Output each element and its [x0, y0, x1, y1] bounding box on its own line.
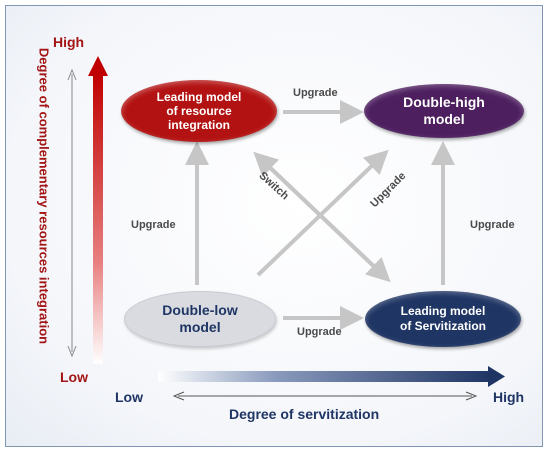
node-leading-resource-label: Leading model of resource integration — [156, 90, 242, 132]
edge-top-upgrade-label: Upgrade — [293, 87, 338, 99]
node-double-high: Double-high model — [364, 84, 524, 138]
x-axis-low-label: Low — [115, 389, 143, 405]
node-double-low-label: Double-low model — [162, 302, 238, 335]
resource-axis-arrow — [88, 56, 108, 364]
edge-left-upgrade-label: Upgrade — [131, 219, 176, 231]
node-double-high-label: Double-high model — [403, 94, 485, 127]
y-axis-low-label: Low — [60, 369, 88, 385]
y-axis-title: Degree of complementary resources integr… — [36, 47, 52, 345]
edge-right-upgrade-label: Upgrade — [470, 219, 515, 231]
servitization-axis-arrow — [158, 366, 505, 387]
node-double-low: Double-low model — [124, 291, 276, 347]
node-leading-servitization-label: Leading model of Servitization — [399, 304, 486, 333]
edge-switch-to-resource — [253, 151, 384, 276]
x-axis-high-label: High — [493, 389, 525, 405]
edge-bottom-upgrade-label: Upgrade — [297, 326, 342, 338]
x-axis-title: Degree of servitization — [229, 406, 380, 422]
y-axis-high-label: High — [53, 34, 85, 50]
node-leading-servitization: Leading model of Servitization — [365, 291, 521, 347]
node-leading-resource: Leading model of resource integration — [121, 80, 277, 142]
